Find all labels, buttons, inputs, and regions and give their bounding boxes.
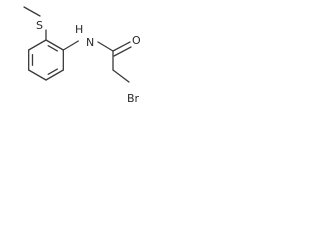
bond-carbonyl-oxygen-b [113,46,132,57]
bond-nitrogen-carbonyl [97,41,114,52]
bond-carbonyl-oxygen-a [112,41,131,52]
ring-double-bond-bottom-right [47,68,58,76]
ring-bond-top-left [28,39,47,51]
bond-ring-nitrogen [62,40,79,51]
bond-sulfur-methyl [23,6,41,17]
oxygen-label: O [132,34,141,47]
bromine-label: Br [127,92,140,105]
hydrogen-label: H [75,23,83,36]
amide-group: H N O Br [62,23,141,105]
ring-double-bond-top-right [47,44,58,52]
ring-bond-top-right [45,39,64,51]
sulfur-label: S [36,19,43,32]
methylthio-group: S [23,6,47,41]
ring-bond-bottom-left [28,69,47,81]
benzene-ring [28,39,64,81]
nitrogen-label: N [86,36,94,49]
bond-methylene-bromine [112,69,130,83]
ring-bond-bottom-right [45,69,64,81]
molecule-structure: S H N O Br [23,6,141,105]
